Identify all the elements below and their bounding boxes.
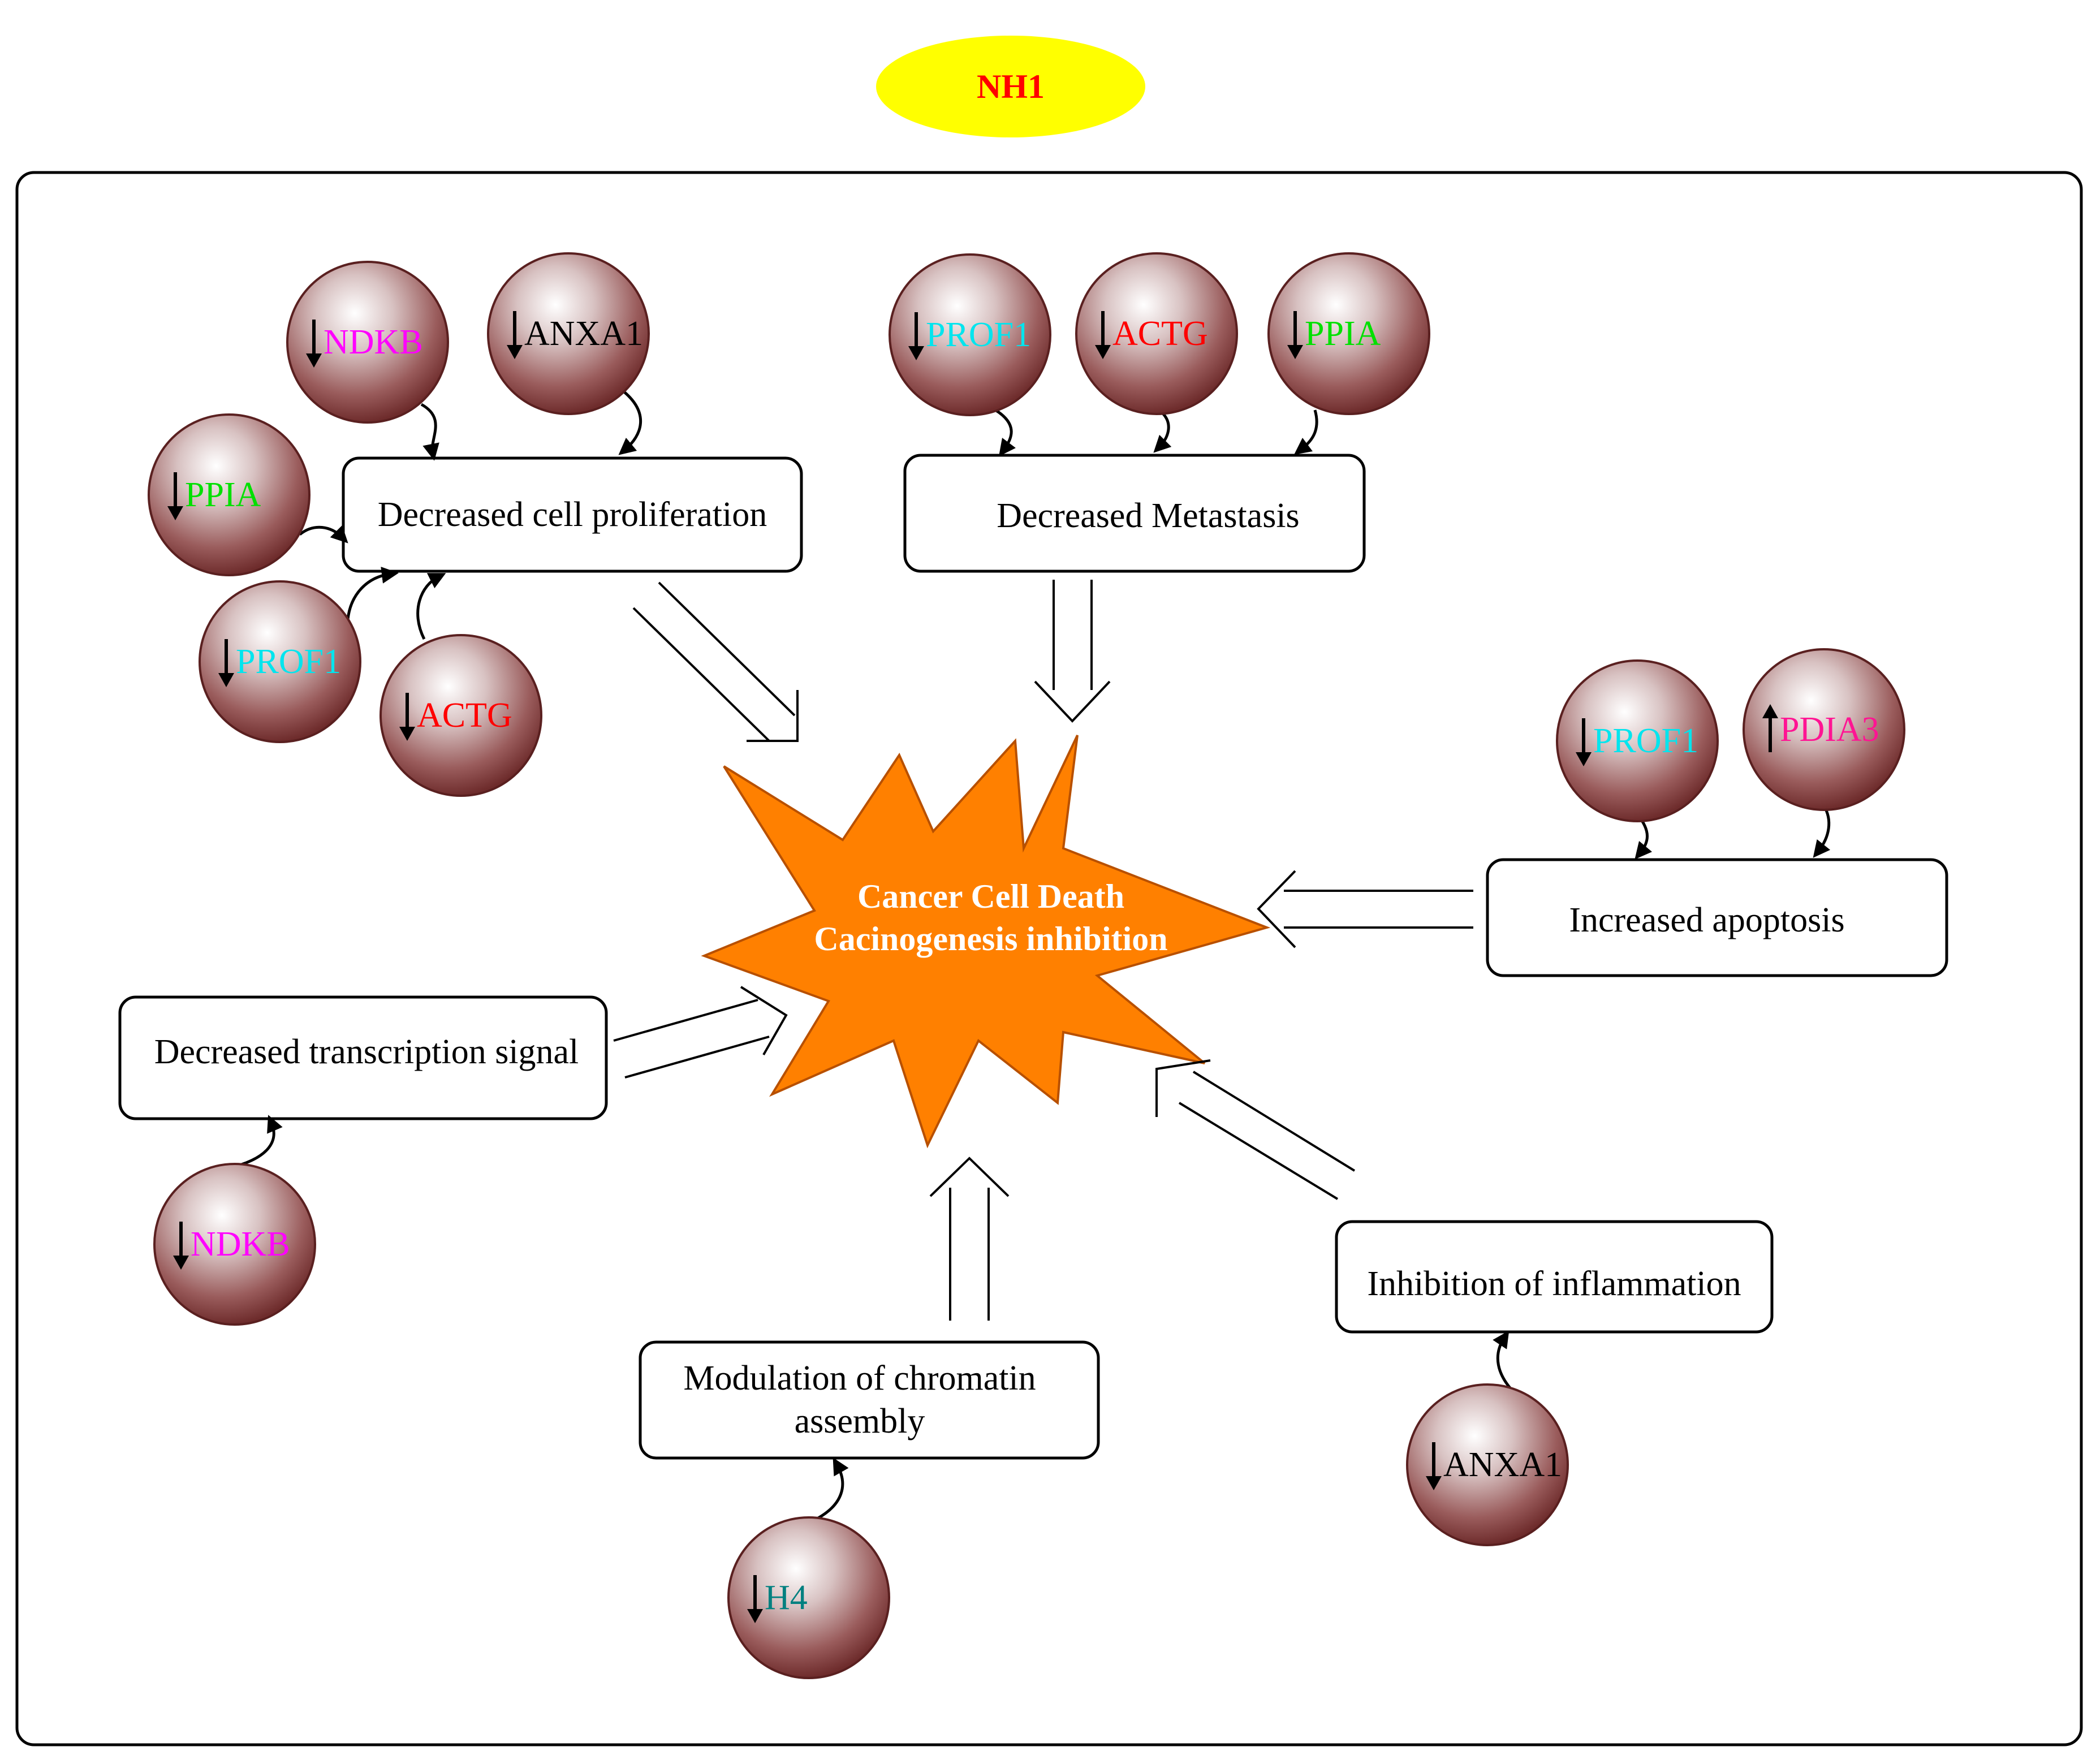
gene-label: PPIA xyxy=(1305,314,1381,353)
gene-sphere-trans-ndkb: NDKB xyxy=(153,1163,316,1326)
box-apoptosis-label: Increased apoptosis xyxy=(1569,901,1844,939)
sphere-ball xyxy=(148,413,310,576)
up-arrowhead-icon xyxy=(1762,704,1778,718)
gene-sphere-inflam-anxa1: ANXA1 xyxy=(1406,1383,1569,1546)
box-chromatin-label-2: assembly xyxy=(795,1402,925,1440)
gene-sphere-apop-pdia3: PDIA3 xyxy=(1743,648,1905,811)
gene-sphere-meta-ppia: PPIA xyxy=(1267,252,1430,415)
connector-prolif-prof1 xyxy=(346,566,399,620)
sphere-ball xyxy=(889,253,1051,416)
gene-sphere-meta-actg: ACTG xyxy=(1075,252,1238,415)
down-arrowhead-icon xyxy=(173,1256,189,1270)
connector-prolif-anxa1 xyxy=(618,389,642,455)
box-inflammation: Inhibition of inflammation xyxy=(1335,1220,1774,1334)
gene-label: ANXA1 xyxy=(1443,1446,1562,1484)
box-proliferation-label: Decreased cell proliferation xyxy=(378,495,767,534)
down-arrowhead-icon xyxy=(1095,345,1111,359)
box-inflammation-label: Inhibition of inflammation xyxy=(1367,1265,1741,1303)
gene-label: NDKB xyxy=(191,1225,290,1263)
gene-label: H4 xyxy=(765,1578,808,1617)
connector-chrom-h4 xyxy=(816,1457,849,1520)
connector-trans-ndkb xyxy=(228,1115,283,1170)
main-frame xyxy=(15,171,2083,1746)
connector-meta-prof1 xyxy=(994,408,1016,457)
down-arrowhead-icon xyxy=(399,727,415,741)
title-ellipse xyxy=(876,36,1145,137)
sphere-ball xyxy=(727,1516,890,1679)
box-chromatin-label-1: Modulation of chromatin xyxy=(683,1359,1036,1398)
box-apoptosis: Increased apoptosis xyxy=(1486,858,1948,977)
sphere-ball xyxy=(1556,659,1719,822)
down-arrowhead-icon xyxy=(218,673,234,687)
connector-prolif-ppia xyxy=(299,525,348,544)
title-badge: NH1 xyxy=(876,36,1145,137)
connectors xyxy=(228,389,1831,1520)
arrow-inflammation xyxy=(1155,1059,1356,1200)
down-arrowhead-icon xyxy=(1287,345,1303,359)
sphere-ball xyxy=(487,252,650,415)
arrow-chromatin xyxy=(929,1157,1010,1321)
gene-label: PDIA3 xyxy=(1780,710,1879,749)
arrow-transcription xyxy=(613,986,788,1079)
star-shape xyxy=(701,735,1271,1149)
down-arrowhead-icon xyxy=(1576,752,1592,766)
sphere-ball xyxy=(1743,648,1905,811)
gene-sphere-prolif-prof1: PROF1 xyxy=(199,580,361,743)
down-arrowhead-icon xyxy=(507,345,523,359)
arrow-proliferation xyxy=(632,581,799,742)
arrow-apoptosis xyxy=(1257,870,1473,948)
gene-label: PROF1 xyxy=(1593,722,1698,760)
star-line1: Cancer Cell Death xyxy=(857,878,1124,915)
sphere-ball xyxy=(379,634,542,797)
gene-sphere-prolif-ppia: PPIA xyxy=(148,413,310,576)
center-star: Cancer Cell Death Cacinogenesis inhibiti… xyxy=(701,735,1271,1149)
star-line2: Cacinogenesis inhibition xyxy=(814,920,1167,958)
gene-sphere-prolif-actg: ACTG xyxy=(379,634,542,797)
gene-label: PPIA xyxy=(185,476,261,514)
sphere-ball xyxy=(199,580,361,743)
title-text: NH1 xyxy=(977,68,1045,105)
connector-apop-pdia3 xyxy=(1813,805,1831,858)
arrow-metastasis xyxy=(1034,580,1111,723)
down-arrowhead-icon xyxy=(167,506,183,520)
gene-sphere-chrom-h4: H4 xyxy=(727,1516,890,1679)
sphere-ball xyxy=(1406,1383,1569,1546)
down-arrowhead-icon xyxy=(306,353,322,368)
sphere-ball xyxy=(153,1163,316,1326)
gene-label: ACTG xyxy=(417,696,512,735)
down-arrowhead-icon xyxy=(747,1609,763,1623)
box-proliferation: Decreased cell proliferation xyxy=(342,456,803,573)
gene-sphere-prolif-ndkb: NDKB xyxy=(286,261,449,424)
sphere-ball xyxy=(1075,252,1238,415)
box-transcription-label: Decreased transcription signal xyxy=(154,1033,579,1071)
gene-sphere-apop-prof1: PROF1 xyxy=(1556,659,1719,822)
connector-prolif-actg xyxy=(416,573,446,640)
gene-label: PROF1 xyxy=(926,316,1031,354)
connector-meta-ppia xyxy=(1294,409,1318,455)
down-arrowhead-icon xyxy=(1426,1476,1442,1490)
gene-label: ACTG xyxy=(1112,314,1208,353)
sphere-ball xyxy=(1267,252,1430,415)
gene-sphere-meta-prof1: PROF1 xyxy=(889,253,1051,416)
gene-label: ANXA1 xyxy=(524,314,643,353)
sphere-ball xyxy=(286,261,449,424)
gene-label: NDKB xyxy=(324,323,423,361)
gene-label: PROF1 xyxy=(236,642,341,681)
box-metastasis-label: Decreased Metastasis xyxy=(997,497,1299,535)
box-transcription: Decreased transcription signal xyxy=(118,995,608,1120)
down-arrowhead-icon xyxy=(908,346,924,360)
box-chromatin: Modulation of chromatin assembly xyxy=(639,1340,1100,1460)
gene-sphere-prolif-anxa1: ANXA1 xyxy=(487,252,650,415)
connector-prolif-ndkb xyxy=(420,403,439,461)
connector-meta-actg xyxy=(1153,412,1172,453)
box-metastasis: Decreased Metastasis xyxy=(903,454,1366,573)
